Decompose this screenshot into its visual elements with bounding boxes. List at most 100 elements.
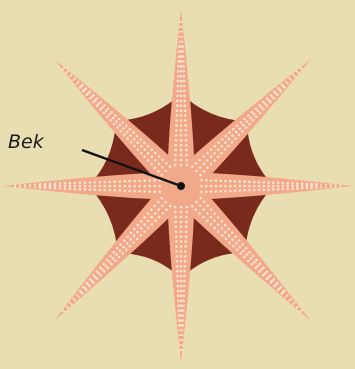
tube-foot-dot — [124, 185, 127, 188]
tube-foot-dot — [140, 145, 143, 148]
tube-foot-dot — [176, 255, 179, 258]
tube-foot-dot — [185, 235, 188, 238]
tube-foot-dot — [262, 274, 265, 277]
tube-foot-dot — [106, 115, 109, 118]
tube-foot-dot — [182, 309, 185, 312]
tube-foot-dot — [180, 114, 183, 117]
tube-foot-dot — [251, 263, 254, 266]
tube-foot-dot — [243, 256, 246, 259]
tube-foot-dot — [174, 159, 177, 162]
tube-foot-dot — [153, 185, 156, 188]
tube-foot-dot — [125, 125, 128, 128]
tube-foot-dot — [140, 220, 143, 223]
tube-foot-dot — [325, 187, 327, 189]
tube-foot-dot — [177, 304, 180, 307]
tube-foot-dot — [260, 268, 263, 271]
tube-foot-dot — [64, 182, 67, 185]
tube-foot-dot — [182, 55, 185, 58]
tube-foot-dot — [110, 263, 113, 266]
tube-foot-dot — [277, 188, 280, 191]
tube-foot-dot — [119, 189, 122, 192]
tube-foot-dot — [199, 166, 202, 169]
tube-foot-dot — [269, 101, 272, 104]
tube-foot-dot — [210, 156, 213, 159]
tube-foot-dot — [72, 298, 74, 300]
tube-foot-dot — [157, 170, 160, 173]
tube-foot-dot — [238, 239, 241, 242]
tube-foot-dot — [185, 211, 188, 214]
tube-foot-dot — [185, 144, 188, 147]
tube-foot-dot — [184, 240, 187, 243]
tube-foot-dot — [140, 227, 143, 230]
tube-foot-dot — [253, 181, 256, 184]
tube-foot-dot — [232, 245, 235, 248]
tube-foot-dot — [85, 282, 88, 285]
tube-foot-dot — [200, 179, 203, 182]
tube-foot-dot — [240, 121, 243, 124]
tube-foot-dot — [241, 130, 244, 133]
tube-foot-dot — [185, 149, 188, 152]
tube-foot-dot — [177, 80, 180, 83]
tube-foot-dot — [179, 41, 181, 43]
tube-foot-dot — [249, 117, 252, 120]
tube-foot-dot — [180, 300, 183, 303]
tube-foot-dot — [266, 278, 269, 281]
tube-foot-dot — [183, 75, 186, 78]
tube-foot-dot — [180, 240, 183, 243]
tube-foot-dot — [206, 212, 209, 215]
tube-foot-dot — [132, 131, 135, 134]
tube-foot-dot — [206, 167, 209, 170]
tube-foot-dot — [224, 190, 227, 193]
tube-foot-dot — [262, 266, 265, 269]
tube-foot-dot — [129, 128, 132, 131]
tube-foot-dot — [180, 75, 183, 78]
tube-foot-dot — [183, 270, 186, 273]
tube-foot-dot — [210, 190, 213, 193]
tube-foot-dot — [182, 65, 185, 68]
tube-foot-dot — [175, 240, 178, 243]
tube-foot-dot — [276, 94, 279, 97]
tube-foot-dot — [119, 180, 122, 183]
tube-foot-dot — [69, 185, 72, 188]
tube-foot-dot — [154, 219, 157, 222]
tube-foot-dot — [180, 41, 182, 43]
tube-foot-dot — [180, 226, 183, 229]
tube-foot-dot — [169, 165, 172, 168]
tube-foot-dot — [104, 189, 107, 192]
tube-foot-dot — [102, 263, 105, 266]
tube-foot-dot — [137, 224, 140, 227]
tube-foot-dot — [264, 272, 267, 275]
tube-foot-dot — [113, 251, 116, 254]
tube-foot-dot — [116, 126, 119, 129]
tube-foot-dot — [175, 250, 178, 253]
tube-foot-dot — [89, 90, 92, 93]
tube-foot-dot — [262, 108, 265, 111]
tube-foot-dot — [174, 206, 177, 209]
tube-foot-dot — [101, 106, 104, 109]
tube-foot-dot — [243, 180, 246, 183]
tube-foot-dot — [248, 185, 251, 188]
tube-foot-dot — [176, 104, 179, 107]
tube-foot-dot — [248, 181, 251, 184]
tube-foot-dot — [177, 290, 180, 293]
tube-foot-dot — [160, 197, 163, 200]
tube-foot-dot — [243, 189, 246, 192]
tube-foot-dot — [161, 205, 164, 208]
tube-foot-dot — [221, 234, 224, 237]
tube-foot-dot — [176, 280, 179, 283]
tube-foot-dot — [140, 138, 143, 141]
tube-foot-dot — [84, 181, 87, 184]
tube-foot-dot — [215, 185, 218, 188]
tube-foot-dot — [229, 190, 232, 193]
tube-foot-dot — [177, 285, 180, 288]
tube-foot-dot — [110, 111, 113, 114]
tube-foot-dot — [238, 134, 241, 137]
tube-foot-dot — [210, 185, 213, 188]
tube-foot-dot — [286, 185, 289, 188]
tube-foot-dot — [92, 94, 95, 97]
tube-foot-dot — [71, 74, 73, 76]
tube-foot-dot — [133, 228, 136, 231]
tube-foot-dot — [59, 182, 62, 185]
tube-foot-dot — [136, 141, 139, 144]
